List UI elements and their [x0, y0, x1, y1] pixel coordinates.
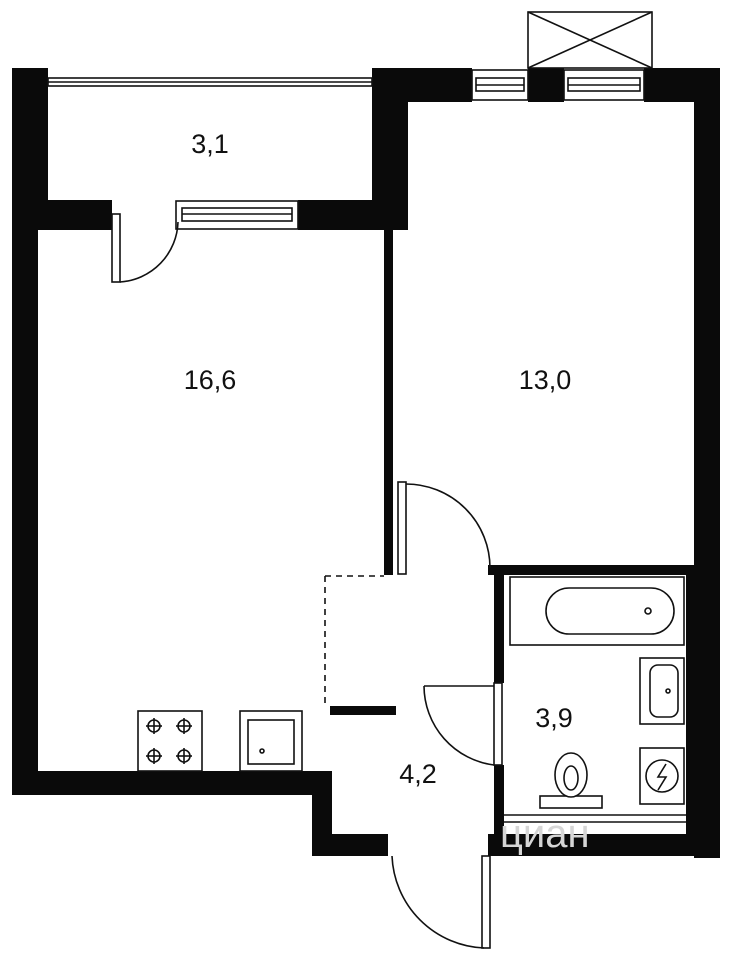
kitchen-dashed-boundary: [324, 575, 384, 706]
kitchen-sink: [239, 710, 303, 772]
bedroom-area-label: 13,0: [519, 365, 572, 395]
bathroom-top-wall: [488, 565, 720, 575]
balcony-left-wall: [12, 68, 48, 213]
left-outer-wall: [12, 200, 38, 795]
bathroom-left-wall-lower: [494, 765, 504, 855]
hallway-bottom-wall-right: [488, 834, 720, 856]
toilet: [539, 752, 603, 809]
bedroom-top-wall-mid: [528, 68, 564, 102]
window-kitchen: [175, 200, 299, 230]
window-bedroom-right: [563, 69, 645, 101]
hallway-stub-wall: [330, 706, 396, 715]
ac-unit-box: [527, 11, 653, 69]
bedroom-top-wall-left: [372, 68, 472, 102]
watermark: циан: [500, 812, 590, 856]
hallway-area-label: 4,2: [399, 759, 437, 789]
bathroom-left-wall-upper: [494, 565, 504, 683]
bathroom-area-label: 3,9: [535, 703, 573, 733]
hallway-bottom-wall-left: [312, 834, 388, 856]
bathroom-threshold: [504, 814, 686, 823]
balcony-kitchen-wall-left: [12, 200, 112, 230]
bedroom-door: [397, 481, 491, 575]
bathroom-sink: [639, 657, 685, 725]
bathroom-door: [423, 682, 503, 766]
kitchen-bedroom-partition: [384, 230, 393, 575]
kitchen-area-label: 16,6: [184, 365, 237, 395]
window-bedroom-left: [471, 69, 529, 101]
walls: [12, 68, 720, 858]
bathroom-right-wall: [686, 565, 720, 856]
bathtub: [509, 576, 685, 646]
washing-machine: [639, 747, 685, 805]
kitchen-bottom-wall: [12, 771, 332, 795]
balcony-area-label: 3,1: [191, 129, 229, 159]
balcony-door: [111, 213, 179, 283]
entrance-door: [391, 855, 491, 949]
balcony-glazing: [47, 77, 373, 87]
stove: [137, 710, 203, 772]
